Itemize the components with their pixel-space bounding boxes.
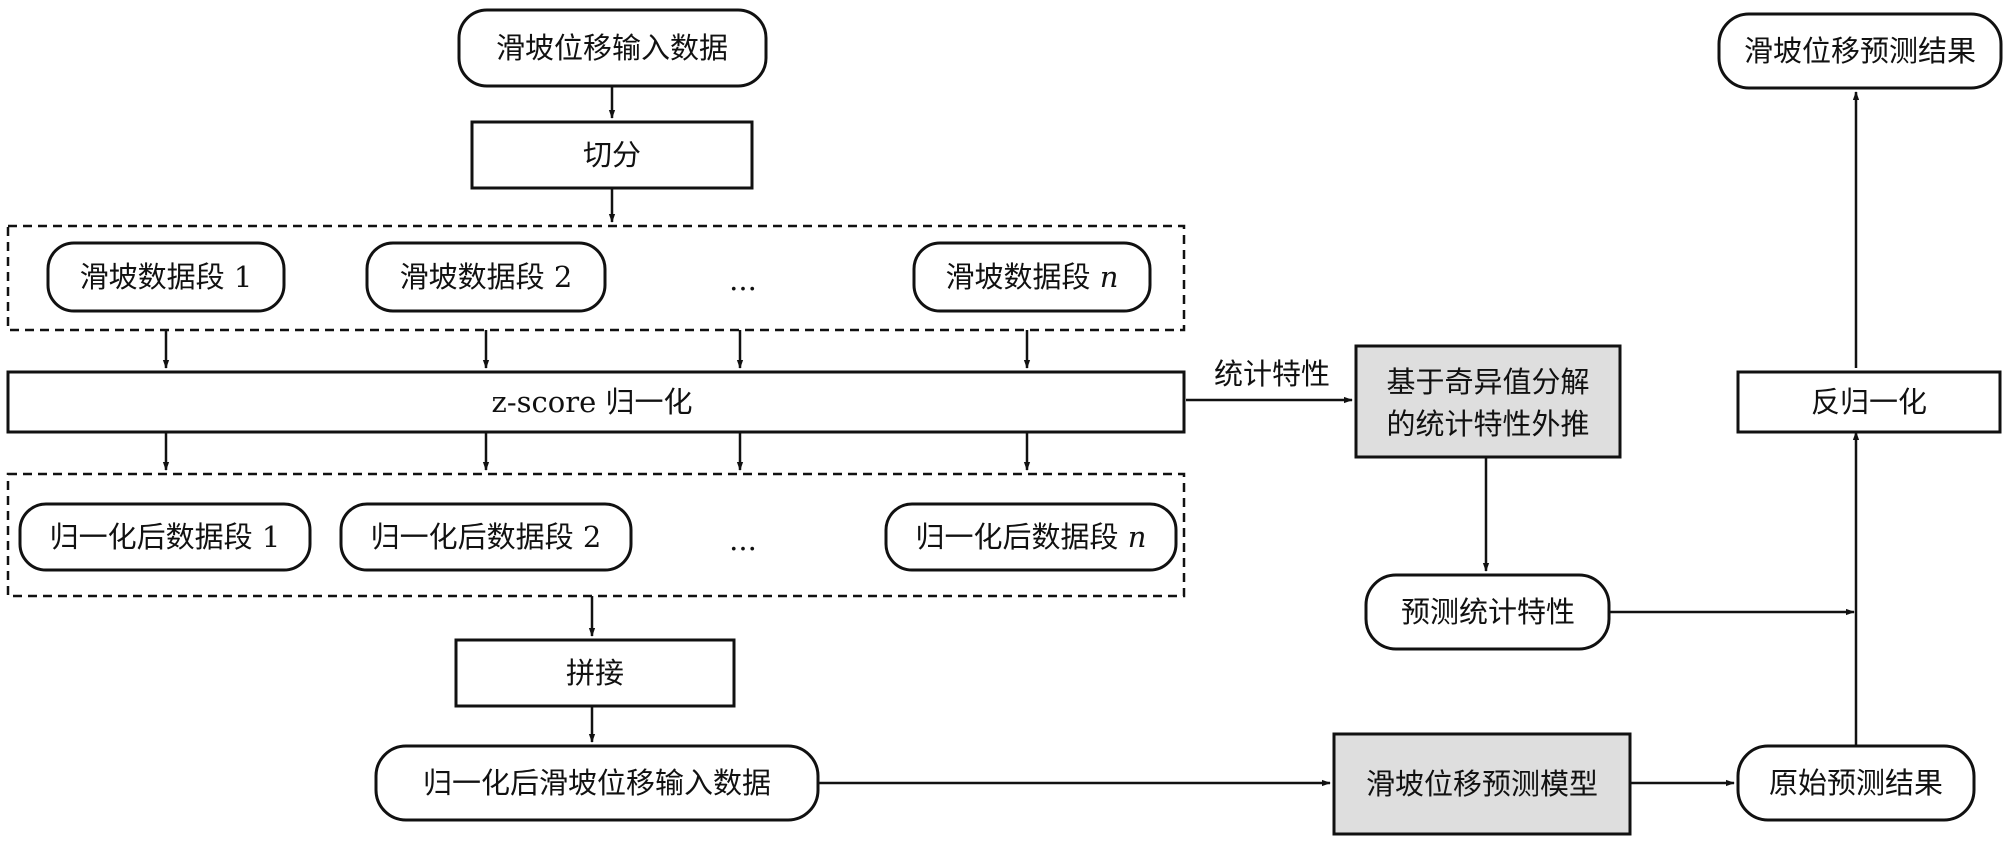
normalized-segments-group — [6, 472, 1186, 598]
node-seg-n-label: 滑坡数据段 n — [946, 260, 1119, 294]
connectors — [162, 86, 1860, 787]
node-norm-seg-1-label: 归一化后数据段 1 — [50, 520, 281, 554]
stat-label: 统计特性 — [1214, 357, 1330, 391]
node-final-result: 滑坡位移预测结果 — [1717, 12, 2003, 90]
node-input-data: 滑坡位移输入数据 — [457, 8, 768, 88]
node-split: 切分 — [470, 120, 754, 190]
node-input-data-label: 滑坡位移输入数据 — [496, 31, 728, 65]
node-pred-stats-label: 预测统计特性 — [1401, 595, 1575, 629]
node-denorm: 反归一化 — [1736, 370, 2002, 434]
norm-seg-ellipsis: ... — [729, 523, 757, 557]
node-norm-seg-n-label: 归一化后数据段 n — [916, 520, 1147, 554]
node-norm-seg-n: 归一化后数据段 n — [884, 502, 1178, 572]
node-raw-result-label: 原始预测结果 — [1769, 766, 1943, 800]
seg-ellipsis: ... — [729, 263, 757, 297]
node-raw-result: 原始预测结果 — [1736, 744, 1976, 822]
node-seg-2: 滑坡数据段 2 — [365, 241, 607, 313]
node-pred-stats: 预测统计特性 — [1364, 573, 1611, 651]
segments-group — [6, 224, 1186, 332]
node-svd-line2: 的统计特性外推 — [1386, 407, 1589, 441]
node-seg-1: 滑坡数据段 1 — [46, 241, 286, 313]
node-norm-seg-2: 归一化后数据段 2 — [339, 502, 633, 572]
node-pred-model-label: 滑坡位移预测模型 — [1366, 767, 1598, 801]
node-seg-2-label: 滑坡数据段 2 — [400, 260, 573, 294]
node-seg-n: 滑坡数据段 n — [912, 241, 1152, 313]
node-norm-seg-1: 归一化后数据段 1 — [18, 502, 312, 572]
node-svd-line1: 基于奇异值分解 — [1386, 365, 1589, 399]
node-split-label: 切分 — [583, 138, 641, 172]
node-norm-input: 归一化后滑坡位移输入数据 — [374, 744, 820, 822]
node-denorm-label: 反归一化 — [1811, 385, 1927, 419]
node-final-result-label: 滑坡位移预测结果 — [1744, 34, 1976, 68]
node-norm-seg-2-label: 归一化后数据段 2 — [371, 520, 602, 554]
node-pred-model: 滑坡位移预测模型 — [1332, 732, 1632, 836]
node-concat: 拼接 — [454, 638, 736, 708]
node-seg-1-label: 滑坡数据段 1 — [80, 260, 253, 294]
node-svd-extrapolation: 基于奇异值分解 的统计特性外推 — [1354, 344, 1622, 459]
node-concat-label: 拼接 — [566, 656, 624, 690]
node-zscore-label: z-score 归一化 — [492, 385, 693, 419]
node-norm-input-label: 归一化后滑坡位移输入数据 — [423, 766, 771, 800]
node-zscore: z-score 归一化 — [6, 370, 1186, 434]
